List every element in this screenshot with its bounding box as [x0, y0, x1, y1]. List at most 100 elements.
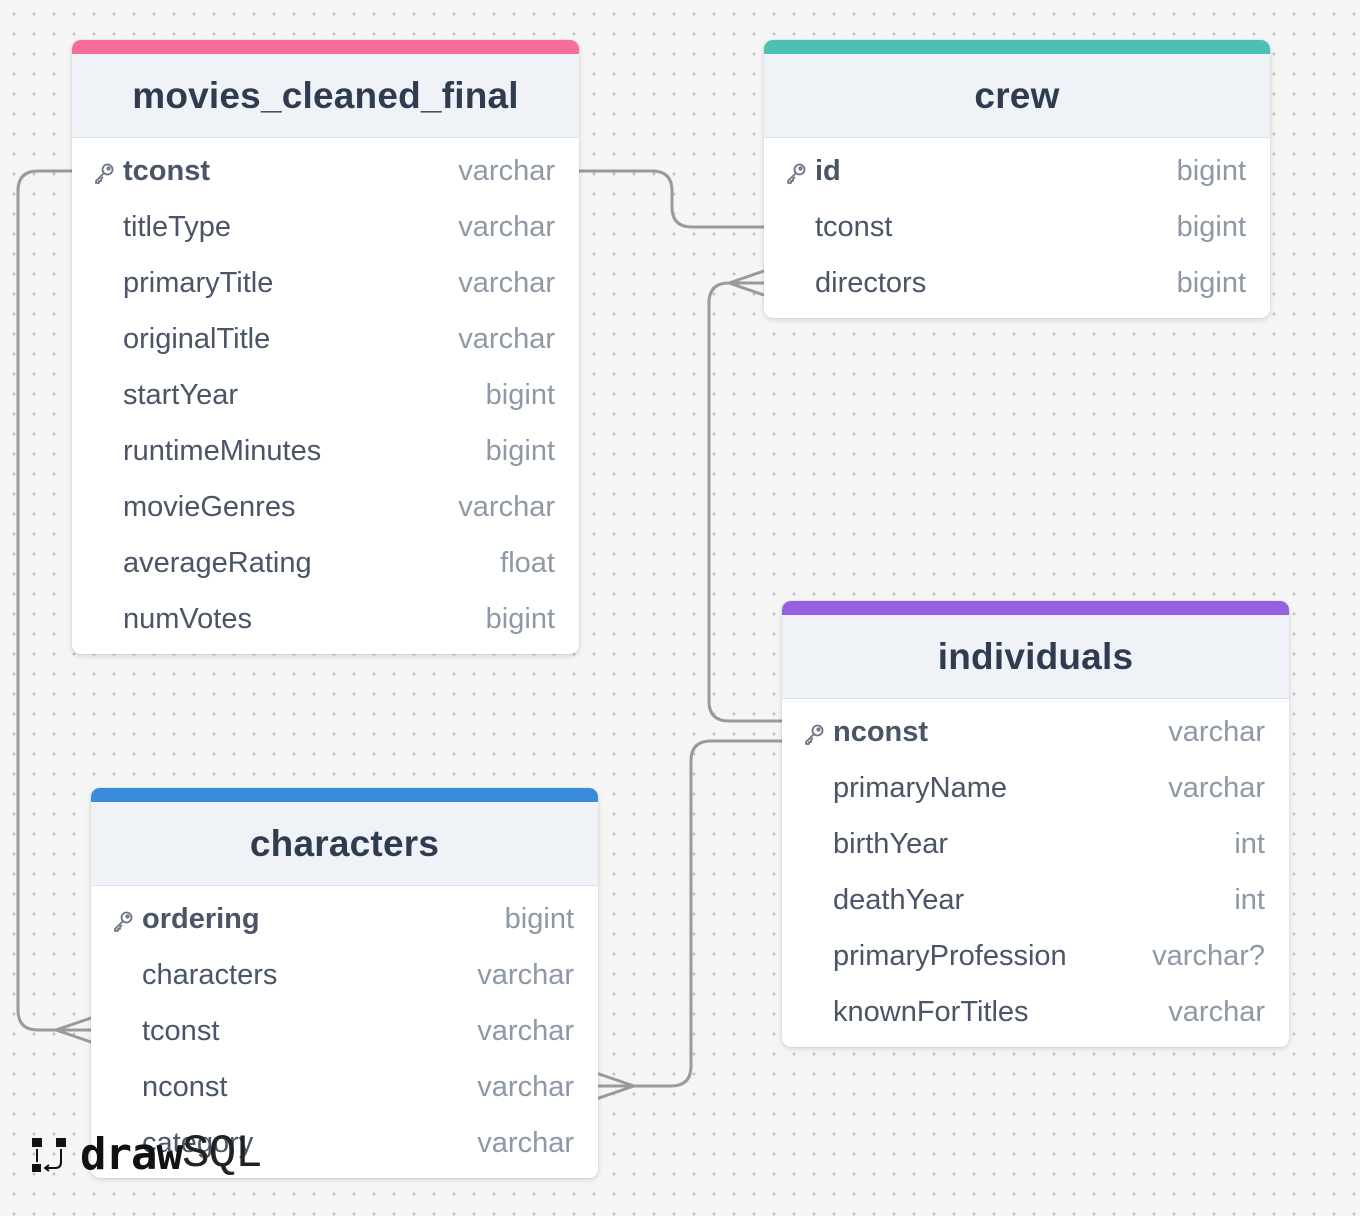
logo-draw-text: draw [80, 1128, 183, 1180]
field-type: varchar [458, 210, 555, 243]
field-row-originaltitle[interactable]: originalTitle varchar [72, 311, 579, 367]
relation-movies-characters[interactable] [16, 169, 93, 1032]
field-type: bigint [485, 602, 555, 635]
field-row-averagerating[interactable]: averageRating float [72, 535, 579, 591]
field-type: varchar [458, 322, 555, 355]
field-row-id[interactable]: id bigint [764, 143, 1270, 199]
field-name: originalTitle [123, 322, 271, 355]
field-type: int [1234, 827, 1265, 860]
primary-key-icon [111, 908, 135, 932]
table-accent-bar [764, 40, 1270, 54]
primary-key-icon [802, 721, 826, 745]
field-row-characters[interactable]: characters varchar [91, 947, 598, 1003]
field-name: startYear [123, 378, 238, 411]
logo-sql-text: SQL [181, 1128, 263, 1180]
field-row-birthyear[interactable]: birthYear int [782, 816, 1289, 872]
field-name: runtimeMinutes [123, 434, 322, 467]
primary-key-icon [784, 160, 808, 184]
field-type: varchar [458, 490, 555, 523]
table-accent-bar [91, 788, 598, 802]
field-type: int [1234, 883, 1265, 916]
field-type: varchar [1168, 995, 1265, 1028]
field-name: birthYear [833, 827, 949, 860]
field-name: ordering [142, 902, 260, 935]
table-title[interactable]: movies_cleaned_final [72, 54, 579, 138]
field-name: primaryProfession [833, 939, 1067, 972]
field-name: movieGenres [123, 490, 296, 523]
field-type: varchar [1168, 715, 1265, 748]
crow-foot-characters-tconst [54, 1016, 93, 1044]
field-row-tconst[interactable]: tconst varchar [91, 1003, 598, 1059]
table-fields: ordering bigint characters varchar tconst var… [91, 886, 598, 1178]
field-type: bigint [1176, 210, 1246, 243]
field-name: characters [142, 958, 278, 991]
field-type: varchar? [1152, 939, 1265, 972]
field-type: varchar [458, 154, 555, 187]
field-name: tconst [815, 210, 893, 243]
field-row-ordering[interactable]: ordering bigint [91, 891, 598, 947]
table-accent-bar [782, 601, 1289, 615]
field-row-startyear[interactable]: startYear bigint [72, 367, 579, 423]
table-characters[interactable]: characters ordering bigint characters varch… [91, 788, 598, 1178]
crow-foot-crew-directors [727, 269, 766, 297]
table-fields: id bigint tconst bigint directors bigint [764, 138, 1270, 318]
field-type: varchar [477, 958, 574, 991]
field-row-moviegenres[interactable]: movieGenres varchar [72, 479, 579, 535]
field-row-titletype[interactable]: titleType varchar [72, 199, 579, 255]
field-row-nconst[interactable]: nconst varchar [782, 704, 1289, 760]
field-name: primaryTitle [123, 266, 274, 299]
field-name: numVotes [123, 602, 252, 635]
field-row-nconst[interactable]: nconst varchar [91, 1059, 598, 1115]
field-type: bigint [1176, 266, 1246, 299]
table-crew[interactable]: crew id bigint tconst bigint directors bigint [764, 40, 1270, 318]
field-type: varchar [1168, 771, 1265, 804]
field-type: varchar [477, 1126, 574, 1159]
field-row-primarytitle[interactable]: primaryTitle varchar [72, 255, 579, 311]
table-accent-bar [72, 40, 579, 54]
field-row-primaryname[interactable]: primaryName varchar [782, 760, 1289, 816]
field-row-tconst[interactable]: tconst bigint [764, 199, 1270, 255]
field-name: tconst [142, 1014, 220, 1047]
field-row-tconst[interactable]: tconst varchar [72, 143, 579, 199]
field-type: varchar [458, 266, 555, 299]
table-individuals[interactable]: individuals nconst varchar primaryName varc… [782, 601, 1289, 1047]
field-row-runtimeminutes[interactable]: runtimeMinutes bigint [72, 423, 579, 479]
table-title[interactable]: crew [764, 54, 1270, 138]
field-name: nconst [833, 715, 929, 748]
crow-foot-characters-nconst [597, 1072, 636, 1100]
field-type: bigint [485, 434, 555, 467]
table-title[interactable]: characters [91, 802, 598, 886]
field-name: averageRating [123, 546, 312, 579]
field-name: nconst [142, 1070, 228, 1103]
field-type: varchar [477, 1070, 574, 1103]
field-type: varchar [477, 1014, 574, 1047]
relation-movies-crew[interactable] [578, 169, 766, 229]
drawsql-logo-icon [32, 1138, 66, 1172]
field-name: deathYear [833, 883, 965, 916]
field-name: knownForTitles [833, 995, 1029, 1028]
field-type: bigint [485, 378, 555, 411]
field-row-numvotes[interactable]: numVotes bigint [72, 591, 579, 647]
field-type: float [500, 546, 555, 579]
primary-key-icon [92, 160, 116, 184]
field-row-knownfortitles[interactable]: knownForTitles varchar [782, 984, 1289, 1040]
field-name: primaryName [833, 771, 1008, 804]
field-type: bigint [1176, 154, 1246, 187]
field-row-directors[interactable]: directors bigint [764, 255, 1270, 311]
field-name: id [815, 154, 841, 187]
field-row-primaryprofession[interactable]: primaryProfession varchar? [782, 928, 1289, 984]
relation-individuals-characters[interactable] [597, 739, 784, 1088]
table-title[interactable]: individuals [782, 615, 1289, 699]
field-name: titleType [123, 210, 231, 243]
relation-individuals-crew[interactable] [707, 281, 784, 723]
field-name: directors [815, 266, 927, 299]
field-row-deathyear[interactable]: deathYear int [782, 872, 1289, 928]
table-fields: nconst varchar primaryName varchar birthYear… [782, 699, 1289, 1047]
field-name: tconst [123, 154, 210, 187]
field-type: bigint [504, 902, 574, 935]
